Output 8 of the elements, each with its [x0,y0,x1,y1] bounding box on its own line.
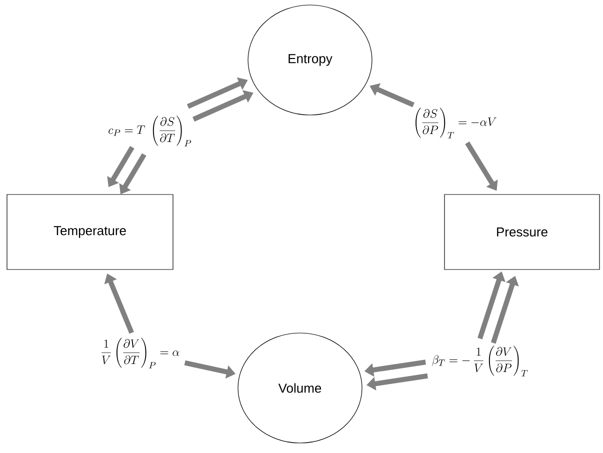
ellipse-node: Volume [238,332,362,444]
box-node: Pressure [444,194,600,270]
box-node: Temperature [6,194,174,270]
formula-label: $\frac{1}{V}\left(\frac{\partial V}{\partial T}\right)_P = \alpha$ [101,338,180,368]
formula-label: $c_P = T\;\left(\frac{\partial S}{\partial T}\right)_P$ [108,116,192,146]
ellipse-node: Entropy [248,4,372,116]
formula-label: $\beta_T = -\,\frac{1}{V}\left(\frac{\partial V}{\partial P}\right)_T$ [432,346,528,376]
formula-label: $\left(\frac{\partial S}{\partial P}\right)_T = -\alpha V$ [416,108,496,138]
